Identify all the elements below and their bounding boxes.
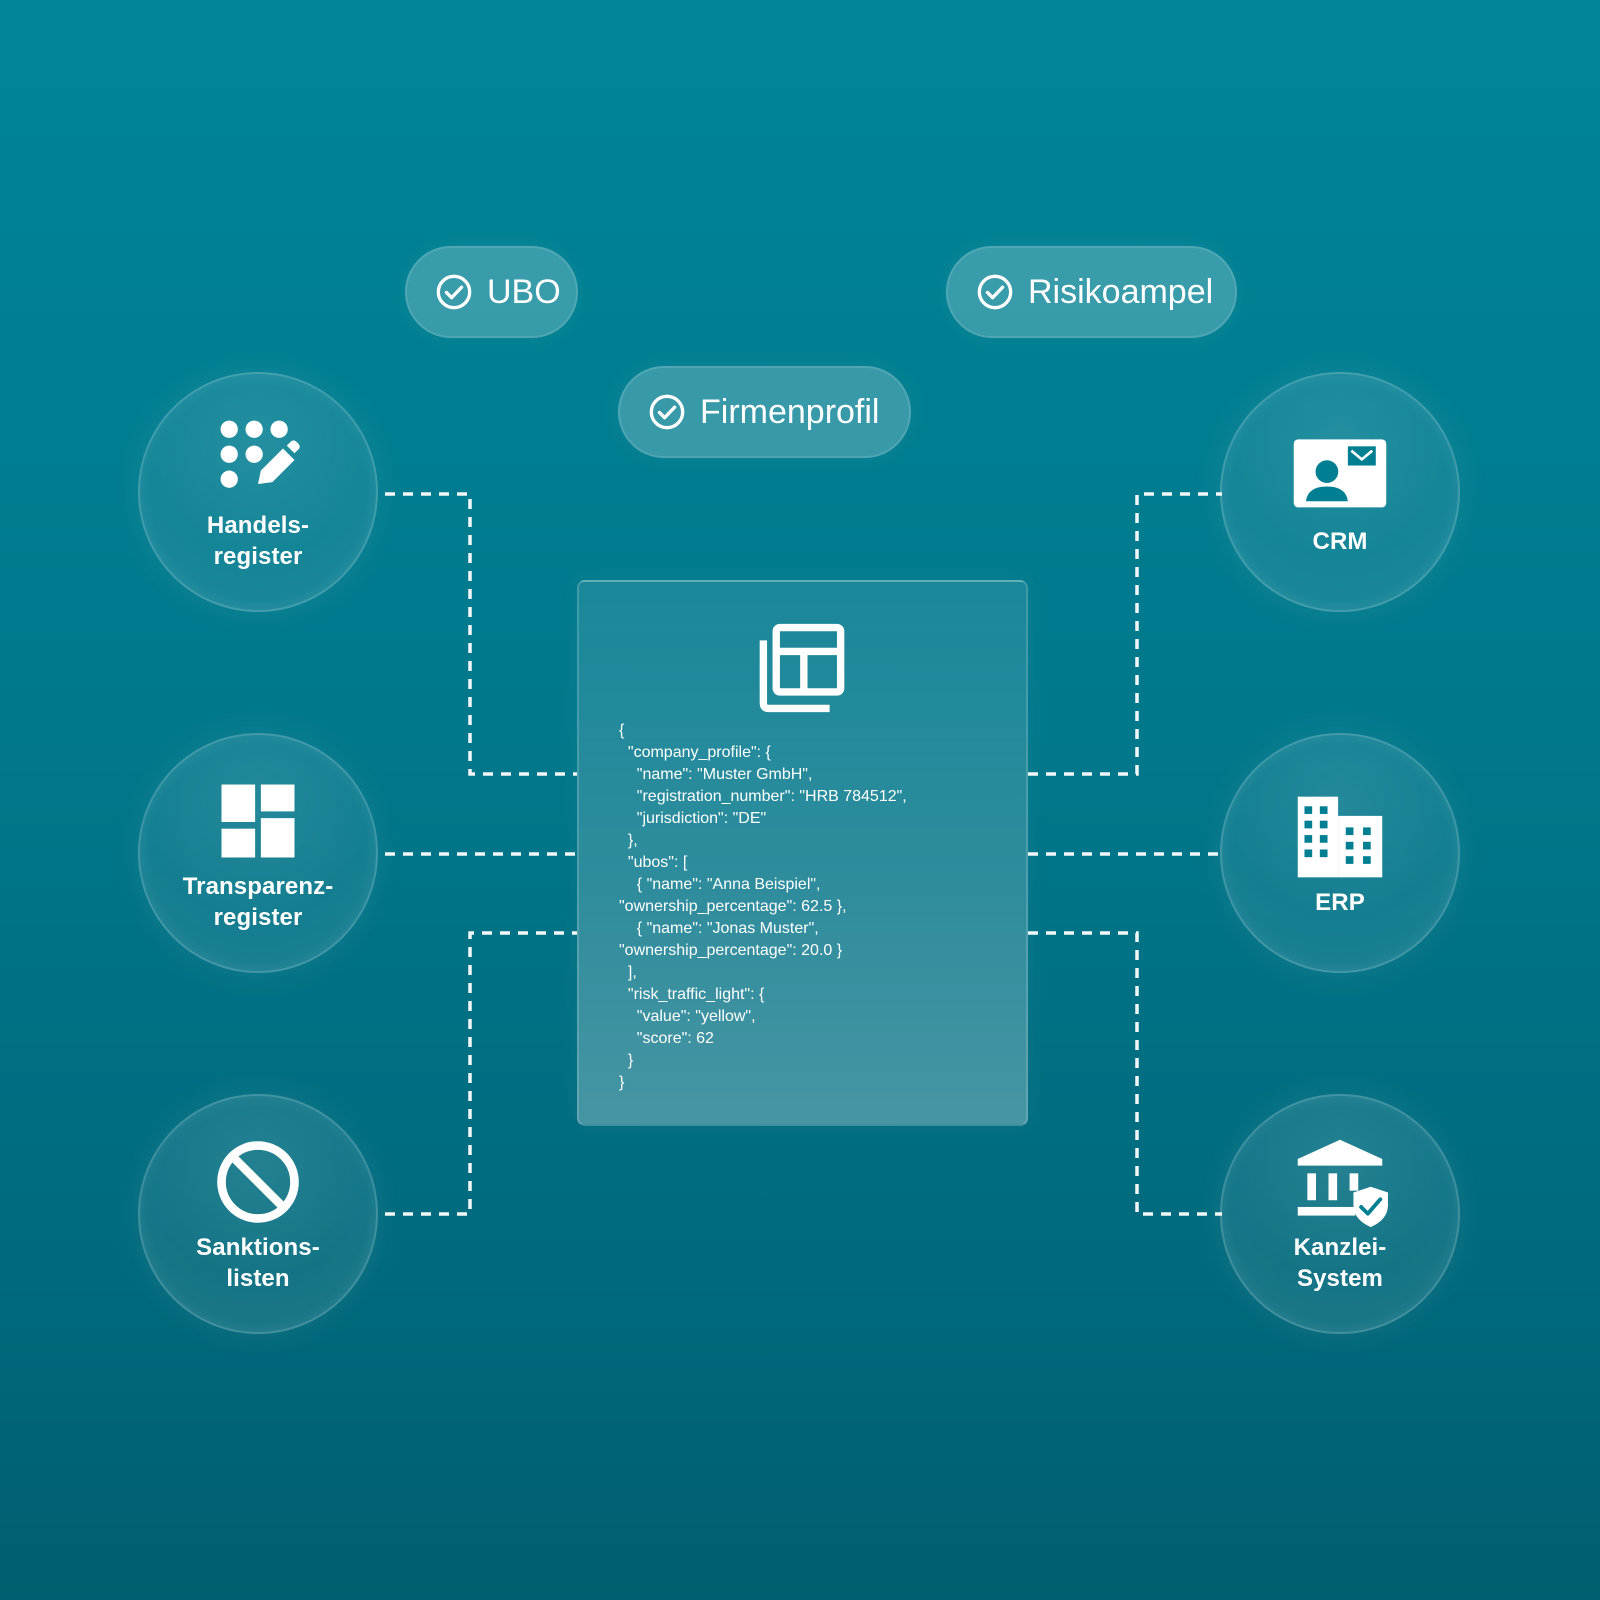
node-kanzlei-system: Kanzlei- System bbox=[1220, 1094, 1460, 1334]
node-kanzlei-system-label: Kanzlei- System bbox=[1293, 1234, 1387, 1292]
layout-stack-icon bbox=[756, 622, 848, 714]
node-transparenzregister-label: Transparenz- register bbox=[182, 873, 334, 931]
pill-firmenprofil: Firmenprofil bbox=[618, 366, 911, 458]
connector-kanzlei-system bbox=[1028, 931, 1222, 1216]
dashboard-blocks-icon bbox=[210, 773, 306, 869]
prohibition-icon bbox=[210, 1134, 306, 1230]
node-handelsregister-label: Handels- register bbox=[206, 512, 310, 570]
pill-risikoampel: Risikoampel bbox=[946, 246, 1237, 338]
node-handelsregister: Handels- register bbox=[138, 372, 378, 612]
check-circle-icon bbox=[435, 273, 473, 311]
pill-risikoampel-label: Risikoampel bbox=[1028, 273, 1214, 311]
connector-crm bbox=[1028, 492, 1222, 776]
connector-sanktionslisten bbox=[385, 931, 577, 1216]
node-transparenzregister: Transparenz- register bbox=[138, 733, 378, 973]
building-icon bbox=[1292, 789, 1388, 885]
dots-edit-icon bbox=[210, 412, 306, 508]
check-circle-icon bbox=[976, 273, 1014, 311]
pill-ubo-label: UBO bbox=[487, 273, 561, 311]
bank-shield-icon bbox=[1292, 1134, 1388, 1230]
node-crm-label: CRM bbox=[1312, 527, 1368, 555]
node-sanktionslisten: Sanktions- listen bbox=[138, 1094, 378, 1334]
node-sanktionslisten-label: Sanktions- listen bbox=[196, 1234, 320, 1292]
pill-ubo: UBO bbox=[405, 246, 578, 338]
node-erp-label: ERP bbox=[1315, 888, 1365, 916]
node-erp: ERP bbox=[1220, 733, 1460, 973]
json-output-card: { "company_profile": { "name": "Muster G… bbox=[577, 580, 1028, 1126]
contact-card-icon bbox=[1292, 428, 1388, 524]
connector-handelsregister bbox=[385, 492, 577, 776]
check-circle-icon bbox=[648, 393, 686, 431]
json-code-block: { "company_profile": { "name": "Muster G… bbox=[619, 722, 907, 1091]
pill-firmenprofil-label: Firmenprofil bbox=[700, 393, 880, 431]
node-crm: CRM bbox=[1220, 372, 1460, 612]
